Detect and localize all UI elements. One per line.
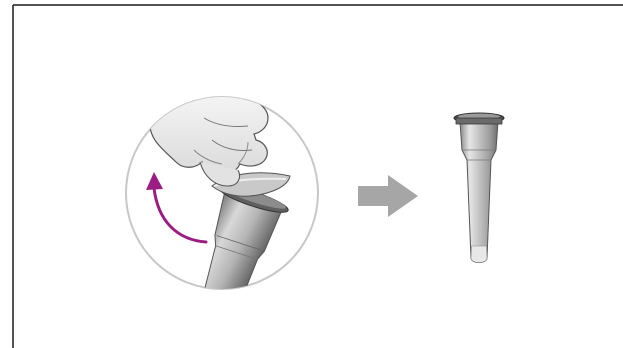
peel-step-group <box>125 96 319 290</box>
rotation-arrow-icon <box>146 172 208 244</box>
open-tube <box>453 112 505 263</box>
gloved-hand <box>149 97 269 187</box>
right-arrow-icon <box>358 175 418 217</box>
